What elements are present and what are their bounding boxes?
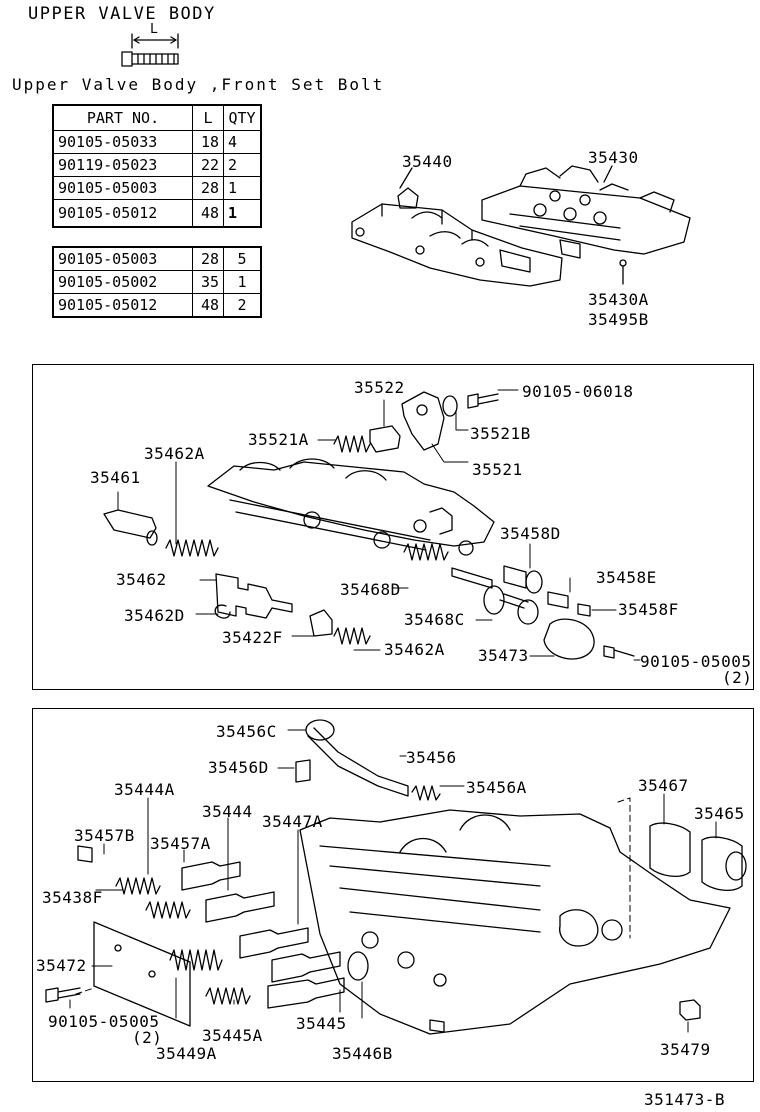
qty-cell: 2 [223, 293, 262, 318]
part-label-35521: 35521 [472, 460, 523, 479]
part-number-cell: 90105-05003 [52, 176, 193, 200]
table-row: 90105-05002 35 1 [52, 270, 262, 294]
lower-valve-body-overview [351, 187, 563, 287]
panel2-leader-lines [69, 729, 717, 1033]
part-label-35522: 35522 [354, 378, 405, 397]
part-number-cell: 90105-05012 [52, 293, 193, 318]
upper-valve-body-overview [481, 165, 691, 259]
panel-upper-valve-rear [32, 708, 754, 1082]
part-label-35521A: 35521A [248, 430, 309, 449]
overview-leader-lines [399, 165, 624, 285]
qty-note: (2) [132, 1028, 163, 1047]
length-cell: 35 [192, 270, 224, 294]
part-label-35456C: 35456C [216, 722, 277, 741]
part-label-35446B: 35446B [332, 1044, 393, 1063]
panel1-valve-body-casting [207, 458, 495, 556]
part-label-35445: 35445 [296, 1014, 347, 1033]
part-label-35458F: 35458F [618, 600, 679, 619]
part-label-35438F: 35438F [42, 888, 103, 907]
part-label-35440: 35440 [402, 152, 453, 171]
part-label-35472: 35472 [36, 956, 87, 975]
length-cell: 28 [192, 246, 224, 271]
part-label-90105-06018: 90105-06018 [522, 382, 634, 401]
part-label-35430A: 35430A [588, 290, 649, 309]
panel2-valve-body-casting [299, 809, 731, 1035]
part-label-35458D: 35458D [500, 524, 561, 543]
part-label-35473: 35473 [478, 646, 529, 665]
part-label-35444: 35444 [202, 802, 253, 821]
part-number-cell: 90105-05033 [52, 130, 193, 154]
part-label-35445A: 35445A [202, 1026, 263, 1045]
part-label-35465: 35465 [694, 804, 745, 823]
length-cell: 48 [192, 293, 224, 318]
qty-cell: 1 [223, 176, 262, 200]
column-header-length: L [192, 104, 224, 131]
part-number-cell: 90105-05003 [52, 246, 193, 271]
part-label-35456: 35456 [406, 748, 457, 767]
bolt-table-group2: 90105-05003 28 5 90105-05002 35 1 90105-… [52, 246, 262, 318]
part-label-35456A: 35456A [466, 778, 527, 797]
part-label-35449A: 35449A [156, 1044, 217, 1063]
panel-upper-valve-front [32, 364, 754, 690]
diagram-id: 351473-B [644, 1090, 726, 1109]
part-label-35462D: 35462D [124, 606, 185, 625]
qty-cell: 2 [223, 153, 262, 177]
check-ball-small [619, 259, 627, 267]
part-label-35457B: 35457B [74, 826, 135, 845]
length-cell: 28 [192, 176, 224, 200]
part-label-35422F: 35422F [222, 628, 283, 647]
column-header-qty: QTY [223, 104, 262, 131]
part-label-35521B: 35521B [470, 424, 531, 443]
column-header-part-no: PART NO. [52, 104, 193, 131]
table-header-row: PART NO. L QTY [52, 104, 262, 131]
table-row: 90105-05012 48 2 [52, 293, 262, 318]
length-cell: 18 [192, 130, 224, 154]
part-label-35467: 35467 [638, 776, 689, 795]
part-label-35458E: 35458E [596, 568, 657, 587]
part-label-35457A: 35457A [150, 834, 211, 853]
part-number-cell: 90105-05002 [52, 270, 193, 294]
part-label-35462: 35462 [116, 570, 167, 589]
length-cell: 22 [192, 153, 224, 177]
part-label-35444A: 35444A [114, 780, 175, 799]
part-label-90105-05005: 90105-05005 [48, 1012, 160, 1031]
part-label-35495B: 35495B [588, 310, 649, 329]
section-title: UPPER VALVE BODY [28, 4, 216, 24]
part-label-35462A-lower: 35462A [384, 640, 445, 659]
panel1-leader-lines [117, 389, 641, 661]
part-label-35468C: 35468C [404, 610, 465, 629]
table-row: 90105-05012 48 1 [52, 199, 262, 228]
qty-cell: 1 [223, 270, 262, 294]
part-label-35462A: 35462A [144, 444, 205, 463]
qty-cell: 1 [223, 199, 262, 228]
bolt-table-group1: PART NO. L QTY 90105-05033 18 4 90119-05… [52, 104, 262, 228]
part-label-35447A: 35447A [262, 812, 323, 831]
bolt-caption: Upper Valve Body ,Front Set Bolt [12, 75, 385, 94]
panel1-valve-stack [103, 391, 635, 660]
qty-cell: 4 [223, 130, 262, 154]
part-label-35479: 35479 [660, 1040, 711, 1059]
part-number-cell: 90105-05012 [52, 199, 193, 228]
part-label-35430: 35430 [588, 148, 639, 167]
table-row: 90105-05003 28 5 [52, 246, 262, 271]
length-cell: 48 [192, 199, 224, 228]
part-number-cell: 90119-05023 [52, 153, 193, 177]
table-row: 90105-05003 28 1 [52, 176, 262, 200]
part-label-35461: 35461 [90, 468, 141, 487]
part-label-90105-05005: 90105-05005 [640, 652, 752, 671]
dimension-label: L [150, 22, 158, 37]
part-label-35468D: 35468D [340, 580, 401, 599]
part-label-35456D: 35456D [208, 758, 269, 777]
table-row: 90119-05023 22 2 [52, 153, 262, 177]
front-set-bolt-illustration [121, 33, 179, 67]
table-row: 90105-05033 18 4 [52, 130, 262, 154]
qty-note: (2) [722, 668, 753, 687]
qty-cell: 5 [223, 246, 262, 271]
panel2-valve-stack [45, 719, 747, 1027]
